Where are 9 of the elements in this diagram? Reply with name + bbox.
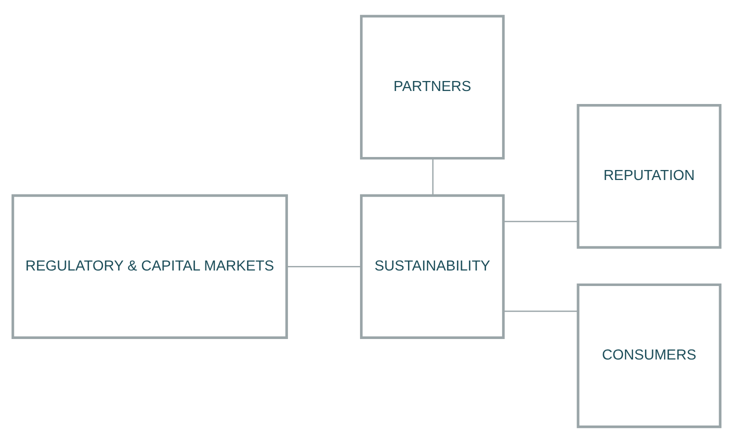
node-box: SUSTAINABILITY xyxy=(360,194,505,338)
node-box: CONSUMERS xyxy=(576,282,722,428)
node-box: REGULATORY & CAPITAL MARKETS xyxy=(12,194,288,338)
connector xyxy=(432,158,434,195)
node-box: REPUTATION xyxy=(576,104,722,248)
node-box: PARTNERS xyxy=(360,14,505,160)
connector xyxy=(504,220,578,222)
connector xyxy=(286,266,362,267)
connector xyxy=(504,310,578,312)
